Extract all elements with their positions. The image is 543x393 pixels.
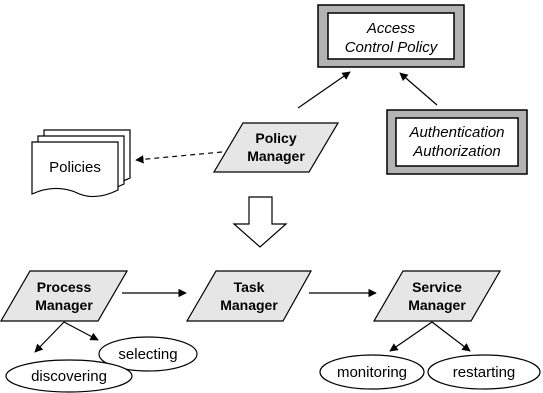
service-manager-line-2: Manager <box>408 297 466 313</box>
arrow-auth-to-acp <box>399 72 438 106</box>
access-line-2: Control Policy <box>345 39 439 56</box>
arrow-service-to-monitoring <box>389 321 433 352</box>
auth-line-1: Authentication <box>408 124 504 141</box>
arrow-process-to-discovering <box>34 321 65 353</box>
restarting-label: restarting <box>453 364 516 381</box>
auth-line-2: Authorization <box>412 143 501 160</box>
restarting-ellipse: restarting <box>427 354 541 390</box>
discovering-label: discovering <box>31 368 107 385</box>
task-manager-line-1: Task <box>234 279 265 295</box>
service-manager-shape: Service Manager <box>372 270 502 322</box>
arrow-policy-to-acp <box>297 71 351 109</box>
authentication-box: Authentication Authorization <box>386 109 528 175</box>
process-manager-line-2: Manager <box>35 297 93 313</box>
policies-document-stack: Policies <box>31 129 131 198</box>
arrow-process-to-selecting <box>63 321 99 341</box>
task-manager-shape: Task Manager <box>185 270 313 322</box>
access-line-1: Access <box>366 20 416 37</box>
service-manager-line-1: Service <box>412 279 462 295</box>
discovering-ellipse: discovering <box>5 359 133 393</box>
policies-label: Policies <box>49 159 101 176</box>
policy-manager-line-2: Manager <box>247 148 305 164</box>
arrow-policy-to-policies <box>135 151 223 164</box>
monitoring-ellipse: monitoring <box>319 354 425 390</box>
down-arrow <box>232 196 288 248</box>
process-manager-line-1: Process <box>37 279 92 295</box>
selecting-label: selecting <box>118 346 177 363</box>
selecting-ellipse: selecting <box>98 336 198 372</box>
arrow-service-to-restarting <box>431 321 471 352</box>
access-control-policy-box: Access Control Policy <box>317 4 465 68</box>
policy-manager-shape: Policy Manager <box>212 122 340 173</box>
monitoring-label: monitoring <box>337 364 407 381</box>
task-manager-line-2: Manager <box>220 297 278 313</box>
policy-manager-line-1: Policy <box>255 130 296 146</box>
process-manager-shape: Process Manager <box>0 270 129 322</box>
